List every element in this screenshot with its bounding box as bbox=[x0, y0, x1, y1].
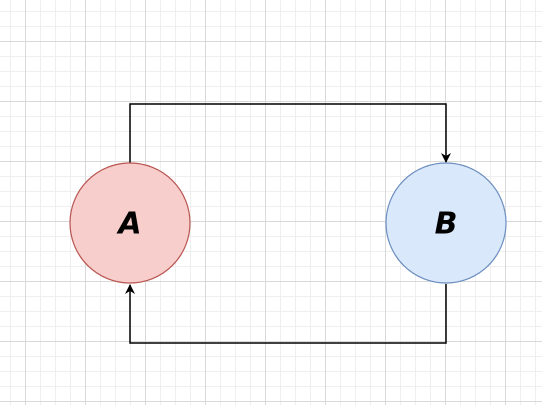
node-a-label: A bbox=[116, 207, 141, 242]
node-a-circle[interactable] bbox=[69, 162, 191, 284]
node-b[interactable]: B bbox=[385, 162, 507, 284]
node-b-circle[interactable] bbox=[385, 162, 507, 284]
edge-b-to-a[interactable] bbox=[125, 284, 447, 344]
node-b-label: B bbox=[435, 207, 458, 242]
node-a[interactable]: A bbox=[69, 162, 191, 284]
edge-a-to-b[interactable] bbox=[129, 103, 451, 163]
